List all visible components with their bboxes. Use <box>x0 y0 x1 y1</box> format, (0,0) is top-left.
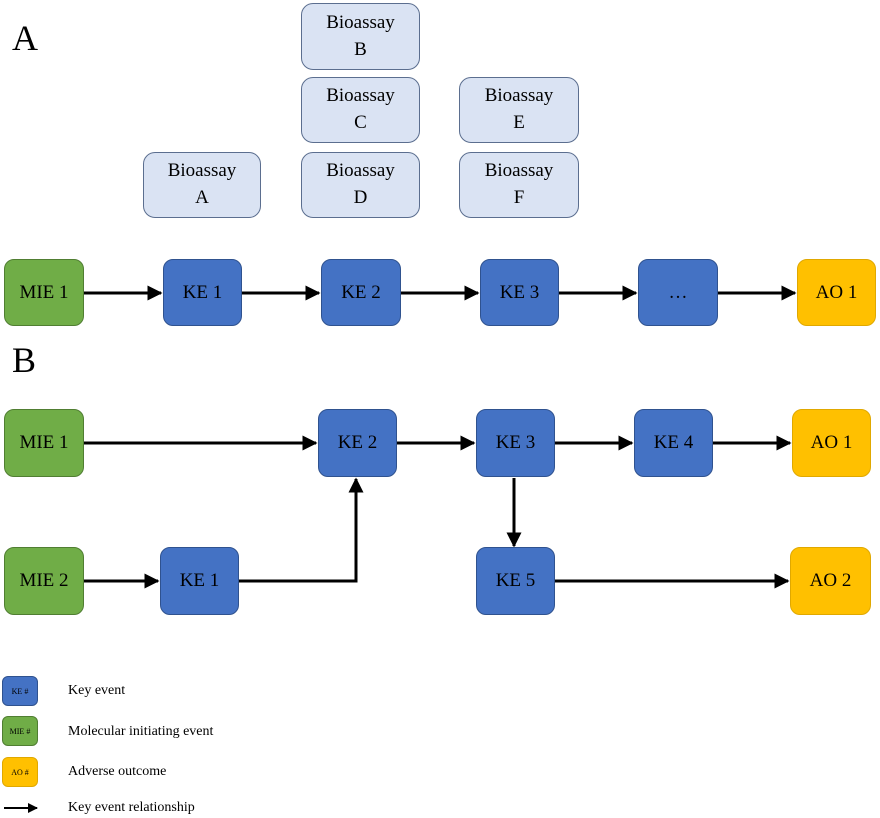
bioassay-f-line2: F <box>513 187 525 208</box>
a-ke2-node: KE 2 <box>321 259 401 326</box>
panel-b-label: B <box>12 340 37 380</box>
legend-ao-swatch: AO # <box>2 757 38 787</box>
b-mie2-node: MIE 2 <box>4 547 84 615</box>
bioassay-e-line1: Bioassay <box>484 85 554 107</box>
b-ke3-node: KE 3 <box>476 409 555 477</box>
legend-ker-label: Key event relationship <box>68 800 195 815</box>
bioassay-c-line2: C <box>354 112 367 133</box>
a-ke3-node: KE 3 <box>480 259 559 326</box>
legend-mie-label: Molecular initiating event <box>68 724 214 739</box>
bioassay-a-line1: Bioassay <box>167 160 237 182</box>
bioassay-d-line2: D <box>353 187 368 208</box>
a-ke1-node: KE 1 <box>163 259 242 326</box>
a-mie1-node: MIE 1 <box>4 259 84 326</box>
b-mie1-node: MIE 1 <box>4 409 84 477</box>
b-ke2-node: KE 2 <box>318 409 397 477</box>
bioassay-a-line2: A <box>195 187 209 208</box>
b-ao1-node: AO 1 <box>792 409 871 477</box>
bioassay-c-line1: Bioassay <box>326 85 395 107</box>
b-ke5-node: KE 5 <box>476 547 555 615</box>
a-ellipsis-node: … <box>638 259 718 326</box>
legend-mie-swatch: MIE # <box>2 716 38 746</box>
panel-a-label: A <box>12 18 38 58</box>
a-ao1-node: AO 1 <box>797 259 876 326</box>
legend-ao-label: Adverse outcome <box>68 764 167 779</box>
b-ke4-node: KE 4 <box>634 409 713 477</box>
arrow-b-ke1-ke2 <box>239 477 364 583</box>
legend-ke-swatch: KE # <box>2 676 38 706</box>
bioassay-e-line2: E <box>513 112 525 133</box>
bioassay-f-line1: Bioassay <box>484 160 554 182</box>
bioassay-b-line2: B <box>354 38 367 60</box>
bioassay-d-line1: Bioassay <box>326 160 395 182</box>
b-ao2-node: AO 2 <box>790 547 871 615</box>
bioassay-b-line1: Bioassay <box>326 11 395 33</box>
b-ke1-node: KE 1 <box>160 547 239 615</box>
legend-ke-label: Key event <box>68 683 126 698</box>
